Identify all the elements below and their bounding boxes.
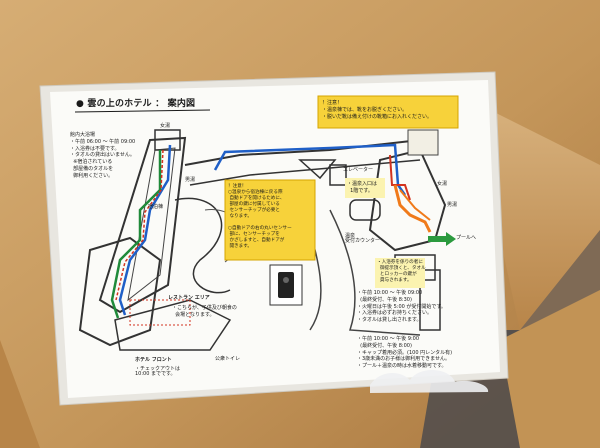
note-restaurant: ・こちらが、子供及び朝食の 会場となります。 — [172, 305, 237, 318]
note-elevator: ・温泉入口は 1階です。 — [347, 181, 377, 194]
label-hotel-front: ホテル フロント — [135, 358, 172, 363]
label-pool: プールへ — [456, 236, 476, 241]
note-reception: ・入浴券を係りの者に 御提示頂くと、タオル とロッカーの鍵が 貸与されます。 — [377, 260, 426, 284]
note-caution-top: ！注意！ ・温泉棟では、靴をお脱ぎください。 ・脱いだ靴は備え付けの靴箱にお入れ… — [322, 100, 432, 120]
note-hours-1: ・午前 10:00 ～ 午後 09:00 (最終受付、午後 8:30) ・火曜日… — [357, 290, 446, 324]
note-left-box: 館内大浴場 ・午前 06:00 ～ 午前 09:00 ・入浴券は不要です。 ・タ… — [70, 132, 135, 179]
label-checkout: ・チェックアウトは 10:00 までです。 — [135, 367, 180, 377]
label-elevator: エレベーター — [343, 168, 373, 173]
sensor-dot-icon — [283, 277, 289, 283]
note-hours-2: ・午前 10:00 ～ 午後 9:00 (最終受付、午後 8:00) ・キャップ… — [357, 336, 452, 370]
label-lodging: 宿泊棟 — [148, 205, 163, 210]
sign-title: ● 雲の上のホテル ： 案内図 — [76, 100, 195, 109]
shoe-box — [408, 130, 438, 155]
label-men-bath-right: 男湯 — [447, 203, 457, 208]
label-women-bath-right: 女湯 — [437, 182, 447, 187]
label-women-bath: 女湯 — [160, 124, 170, 129]
label-onsen-reception: 温泉 受付カウンター — [345, 234, 380, 244]
note-caution-mid: ！注意！ ○温泉から宿泊棟に戻る際 自動ドアを開けるために、 部屋の鍵に付属して… — [228, 184, 292, 250]
label-men-bath-left: 男湯 — [185, 178, 195, 183]
sensor-device-icon — [278, 272, 294, 298]
label-restaurant: レストラン エリア — [168, 296, 210, 301]
label-public-toilet: 公衆トイレ — [215, 357, 240, 362]
